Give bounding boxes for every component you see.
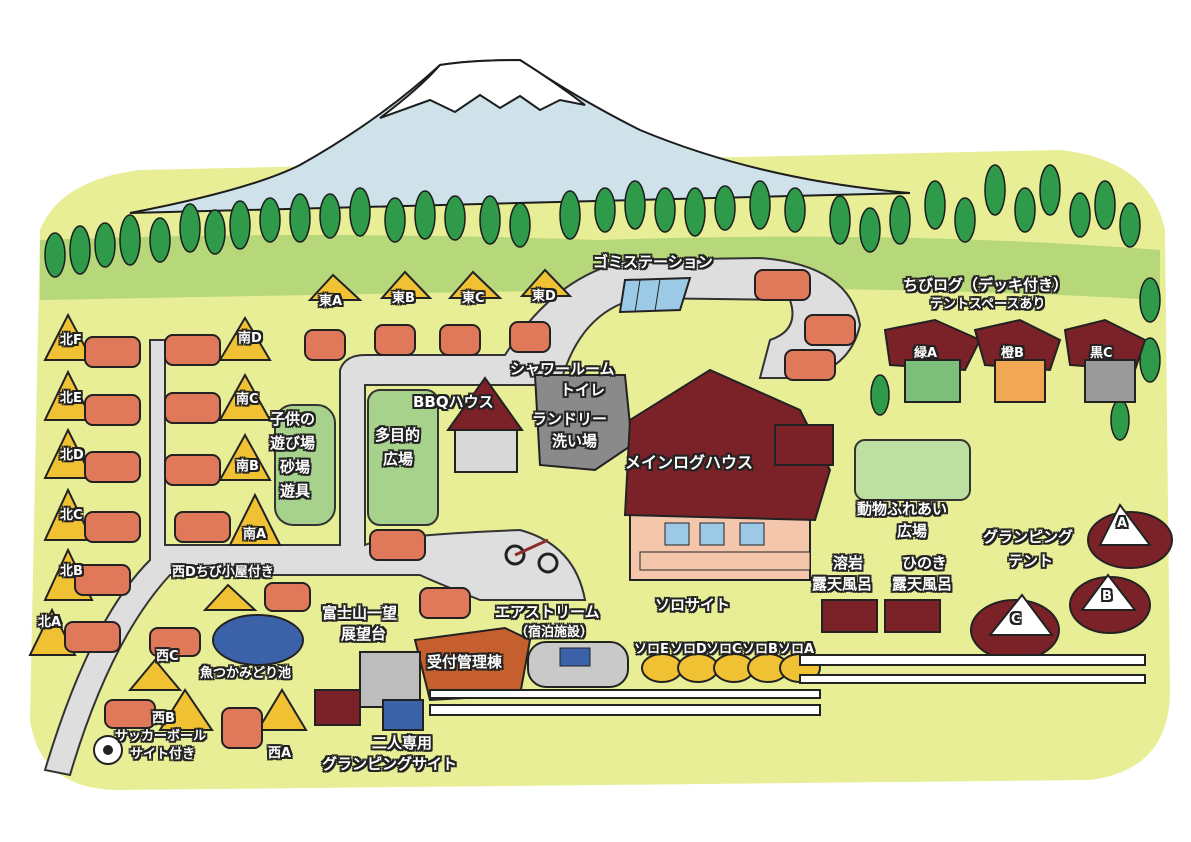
label-west-d: 西Dちび小屋付き [172, 565, 274, 580]
chibi-log-cabins [883, 318, 1147, 403]
bbq-house-building [446, 376, 524, 473]
cars [64, 269, 856, 749]
label-fuji-view-2: 展望台 [341, 625, 387, 643]
label-north-d: 北D [60, 448, 84, 463]
label-reception: 受付管理棟 [427, 653, 503, 671]
solo-site-tents [641, 653, 821, 683]
label-airstream-sub: （宿泊施設） [515, 625, 594, 640]
south-tents [218, 316, 282, 546]
label-east-b: 東B [392, 291, 415, 306]
label-soccer-1: サッカーボール [115, 729, 207, 744]
shower-building [533, 374, 634, 472]
pond [212, 614, 304, 666]
mountain-snow [379, 58, 586, 119]
airstream-trailer [527, 641, 629, 688]
label-garbage-station: ゴミステーション [593, 253, 713, 271]
west-tents [127, 583, 308, 731]
label-toilet: トイレ [560, 381, 606, 399]
label-couple-2: グランピングサイト [322, 755, 458, 773]
label-solo-e: ソロE [634, 642, 669, 657]
label-bbq-house: BBQハウス [413, 393, 494, 411]
kids-area-zone [274, 404, 336, 526]
north-tents [28, 312, 94, 656]
label-south-c: 南C [236, 392, 259, 407]
label-solo-a: ソロA [778, 642, 815, 657]
label-animal-2: 広場 [897, 522, 928, 540]
reception-building [413, 626, 532, 702]
label-east-a: 東A [319, 294, 343, 309]
animal-plaza-zone [854, 439, 971, 501]
label-fuji-view-1: 富士山一望 [322, 604, 398, 622]
label-kids-2: 遊び場 [270, 434, 316, 452]
label-kids-4: 遊具 [280, 482, 311, 500]
label-glamping-2: テント [1008, 552, 1054, 570]
label-animal-1: 動物ふれあい [857, 500, 948, 518]
label-plaza: 広場 [383, 450, 414, 468]
label-north-b: 北B [60, 564, 83, 579]
forest-band [40, 235, 1160, 300]
label-hinoki-2: 露天風呂 [892, 575, 953, 593]
label-south-d: 南D [238, 331, 262, 346]
couple-glamping [314, 651, 424, 731]
label-north-e: 北E [60, 391, 82, 406]
label-lava-bath-2: 露天風呂 [812, 575, 873, 593]
label-tent-space: テントスペースあり [930, 297, 1046, 312]
label-laundry: ランドリー [532, 410, 608, 428]
east-tents [307, 268, 573, 301]
label-solo-site: ソロサイト [655, 596, 731, 614]
label-black-c: 黒C [1090, 346, 1113, 361]
label-east-d: 東D [532, 289, 556, 304]
motorbike-icon [504, 538, 559, 574]
label-airstream: エアストリーム [495, 603, 600, 621]
baths [821, 599, 941, 633]
label-glamp-b: B [1102, 589, 1112, 604]
label-glamp-a: A [1117, 516, 1128, 531]
label-shower-room: シャワールーム [510, 360, 615, 378]
label-glamping-1: グランピング [983, 528, 1074, 546]
label-west-c: 西C [156, 649, 179, 664]
label-south-b: 南B [236, 459, 259, 474]
label-glamp-c: C [1011, 612, 1021, 627]
label-couple-1: 二人専用 [372, 734, 433, 752]
glamping-tents [970, 503, 1173, 661]
label-west-b: 西B [152, 711, 175, 726]
label-solo-d: ソロD [670, 642, 707, 657]
label-pond: 魚つかみどり池 [200, 666, 292, 681]
plaza-zone [367, 389, 439, 526]
label-kids-3: 砂場 [280, 458, 311, 476]
label-west-a: 西A [268, 746, 292, 761]
top-trees [44, 164, 1161, 441]
label-chibi-log: ちびログ（デッキ付き） [903, 276, 1069, 294]
label-soccer-2: サイト付き [130, 747, 196, 762]
label-solo-c: ソロC [706, 642, 742, 657]
label-lava-bath-1: 溶岩 [833, 554, 864, 572]
label-orange-b: 橙B [1001, 346, 1024, 361]
soccer-ball-icon [93, 735, 123, 765]
label-east-c: 東C [462, 291, 485, 306]
label-multipurpose: 多目的 [375, 426, 421, 444]
label-main-log-house: メインログハウス [625, 453, 754, 472]
main-log-house-building [623, 368, 834, 581]
label-south-a: 南A [243, 527, 267, 542]
label-north-a: 北A [38, 615, 62, 630]
label-washroom: 洗い場 [552, 432, 598, 450]
label-north-f: 北F [60, 333, 82, 348]
label-solo-b: ソロB [742, 642, 778, 657]
fence [429, 654, 1146, 716]
label-green-a: 緑A [914, 346, 938, 361]
label-hinoki-1: ひのき [902, 554, 947, 572]
label-kids-1: 子供の [270, 410, 316, 428]
garbage-station-building [618, 276, 692, 314]
label-north-c: 北C [60, 508, 83, 523]
